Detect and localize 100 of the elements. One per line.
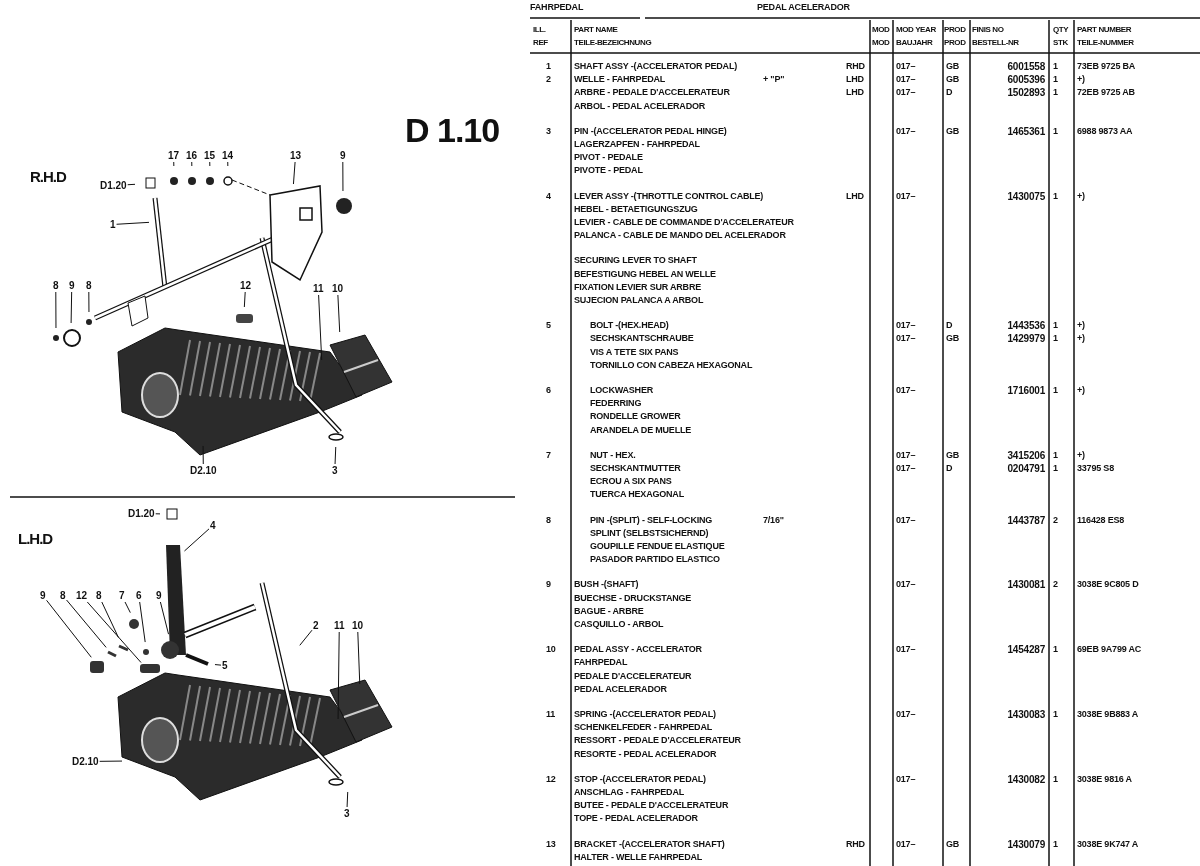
production-code: D xyxy=(946,320,953,332)
model-year: 017– xyxy=(896,190,916,202)
model-year: 017– xyxy=(896,709,916,720)
reference-number: 11 xyxy=(546,709,556,720)
model-year: 017– xyxy=(896,320,916,332)
leader-line xyxy=(292,161,296,185)
column-header: PROD xyxy=(944,37,966,48)
reference-number: 6 xyxy=(546,385,551,396)
production-code: GB xyxy=(946,333,960,345)
leader-line xyxy=(191,161,193,167)
callout-number: 15 xyxy=(204,150,216,161)
part-number: 3038E 9K747 A xyxy=(1077,838,1139,850)
steering-side: RHD xyxy=(846,838,865,850)
model-year: 017– xyxy=(896,74,916,86)
part-name: STOP -(ACCELERATOR PEDAL) xyxy=(574,773,706,785)
leader-line xyxy=(46,599,92,658)
finis-number: 1430082 xyxy=(1007,773,1045,785)
part-number: 73EB 9725 BA xyxy=(1077,61,1136,72)
leader-line xyxy=(227,161,229,167)
column-header: PART NUMBER xyxy=(1077,24,1132,35)
model-year: 017– xyxy=(896,449,916,461)
finis-number: 6005396 xyxy=(1007,74,1045,86)
quantity: 2 xyxy=(1053,514,1058,526)
part-number: 3038E 9C805 D xyxy=(1077,579,1139,591)
part-name: BUSH -(SHAFT) xyxy=(574,579,639,591)
leader-line xyxy=(101,601,119,639)
production-code: GB xyxy=(946,61,960,72)
reference-number: 13 xyxy=(546,838,556,850)
part-name: TOPE - PEDAL ACELERADOR xyxy=(574,813,698,825)
note: 7/16" xyxy=(763,514,784,526)
production-code: GB xyxy=(946,74,960,86)
part-name: HALTER - WELLE FAHRPEDAL xyxy=(574,851,703,863)
note: + "P" xyxy=(763,74,785,86)
leader-line xyxy=(127,183,136,186)
callout-number: 5 xyxy=(222,660,228,671)
column-header: TEILE-BEZEICHNUNG xyxy=(574,37,652,48)
callout-number: 16 xyxy=(186,150,198,161)
part-name: LEVER ASSY -(THROTTLE CONTROL CABLE) xyxy=(574,190,764,202)
steering-side: RHD xyxy=(846,61,865,72)
quantity: 1 xyxy=(1053,838,1058,850)
part-number: +) xyxy=(1077,74,1085,86)
part-name: PIN -(SPLIT) - SELF-LOCKING xyxy=(590,514,713,526)
steering-side: LHD xyxy=(846,74,864,86)
part-name: PIVOTE - PEDAL xyxy=(574,165,643,177)
model-year: 017– xyxy=(896,87,916,99)
callout-number: 8 xyxy=(60,590,66,601)
quantity: 1 xyxy=(1053,773,1058,785)
model-year: 017– xyxy=(896,385,916,396)
quantity: 1 xyxy=(1053,449,1058,461)
callout-number: 3 xyxy=(344,808,350,819)
view-label: R.H.D xyxy=(30,168,66,185)
part-name: PEDALE D'ACCELERATEUR xyxy=(574,670,692,682)
part-name: ARBOL - PEDAL ACELERADOR xyxy=(574,100,706,112)
part-name: TORNILLO CON CABEZA HEXAGONAL xyxy=(590,359,753,371)
part-name: SUJECION PALANCA A ARBOL xyxy=(574,295,704,306)
part-number: +) xyxy=(1077,320,1085,332)
leader-line xyxy=(139,601,146,643)
callout-number: 9 xyxy=(156,590,162,601)
steering-side: LHD xyxy=(846,190,864,202)
part-name: SCHENKELFEDER - FAHRPEDAL xyxy=(574,722,712,734)
finis-number: 1430079 xyxy=(1007,838,1045,850)
production-code: GB xyxy=(946,125,960,137)
part-name: SPLINT (SELBSTSICHERND) xyxy=(590,527,709,539)
reference-number: 3 xyxy=(546,125,551,137)
part-name: RESSORT - PEDALE D'ACCELERATEUR xyxy=(574,735,741,747)
finis-number: 3415206 xyxy=(1007,449,1045,461)
quantity: 1 xyxy=(1053,644,1058,656)
quantity: 1 xyxy=(1053,125,1058,137)
callout-number: 14 xyxy=(222,150,234,161)
model-year: 017– xyxy=(896,463,916,474)
column-header: MOD YEAR xyxy=(896,24,936,35)
callout-number: 11 xyxy=(313,283,324,294)
finis-number: 1443787 xyxy=(1007,514,1045,526)
leader-line xyxy=(88,291,90,313)
part-name: FAHRPEDAL xyxy=(574,657,628,669)
part-name: BOLT -(HEX.HEAD) xyxy=(590,320,669,332)
column-header: BESTELL-NR xyxy=(972,37,1019,48)
part-name: PEDAL ACELERADOR xyxy=(574,683,667,695)
leader-line xyxy=(243,291,246,308)
column-header: PART NAME xyxy=(574,24,618,35)
part-name: FEDERRING xyxy=(590,398,642,410)
part-name: LAGERZAPFEN - FAHRPEDAL xyxy=(574,139,700,150)
leader-line xyxy=(214,664,222,666)
model-year: 017– xyxy=(896,61,916,72)
reference-number: 5 xyxy=(546,320,551,332)
part-number: 3038E 9B883 A xyxy=(1077,709,1139,720)
part-name: GOUPILLE FENDUE ELASTIQUE xyxy=(590,541,725,552)
finis-number: 1716001 xyxy=(1007,385,1045,396)
part-name: WELLE - FAHRPEDAL xyxy=(574,74,666,86)
part-name: PEDAL ASSY - ACCELERATOR xyxy=(574,644,702,656)
cross-reference: D2.10 xyxy=(72,756,99,767)
part-number: 116428 ES8 xyxy=(1077,514,1125,526)
part-name: SHAFT ASSY -(ACCELERATOR PEDAL) xyxy=(574,61,737,72)
leader-line xyxy=(70,291,73,324)
production-code: GB xyxy=(946,838,960,850)
part-name: SECHSKANTMUTTER xyxy=(590,463,681,474)
quantity: 1 xyxy=(1053,463,1058,474)
model-year: 017– xyxy=(896,579,916,591)
quantity: 1 xyxy=(1053,709,1058,720)
production-code: D xyxy=(946,87,953,99)
